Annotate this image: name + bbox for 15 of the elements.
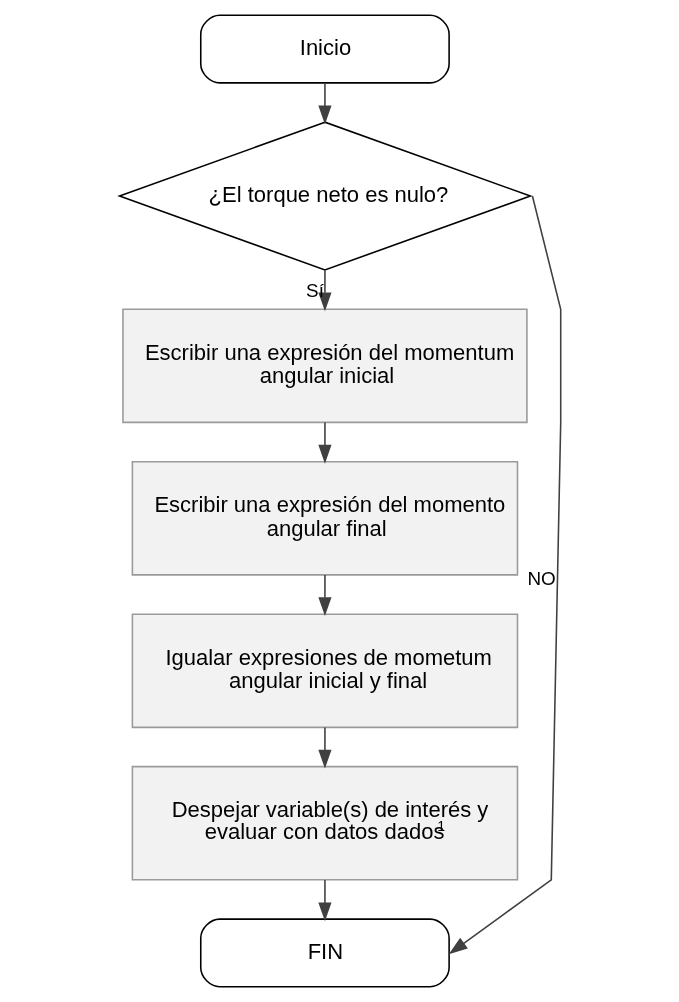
node-box: Igualar expresiones de mometum angular inicial y final [131,613,518,729]
arrow [317,82,332,125]
node-diamond: ¿El torque neto es nulo? [116,121,533,271]
arrow [317,421,332,464]
arrow [317,574,332,617]
edge-label: Sí [305,279,324,301]
node-box: Escribir una expresión del momento angular final [131,460,518,576]
arrow [317,879,332,922]
arrow [317,726,332,769]
arrow [448,195,561,955]
node-box: FIN [199,918,450,988]
arrow [317,269,332,312]
node-box: Inicio [199,14,450,84]
node-box: Escribir una expresión del momentum angular inicial [121,308,528,424]
edge-label: NO [526,568,556,590]
